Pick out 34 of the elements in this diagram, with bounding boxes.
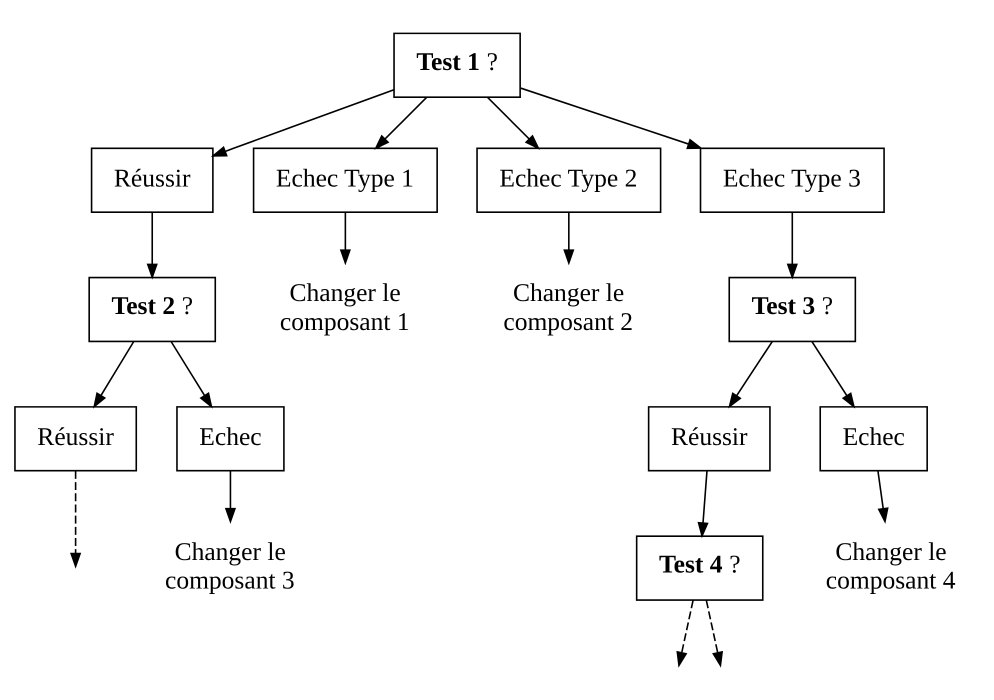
arrow xyxy=(728,341,773,409)
arrow xyxy=(210,89,394,157)
node-box: Test 1 ? xyxy=(393,32,521,98)
node-box: Echec xyxy=(176,406,285,472)
node-text: Changer le composant 3 xyxy=(165,536,295,595)
node-box: Réussir xyxy=(14,406,138,472)
arrow xyxy=(224,470,236,524)
node-box: Echec Type 2 xyxy=(476,148,662,213)
arrow xyxy=(786,212,798,280)
arrow xyxy=(340,212,351,266)
arrow xyxy=(877,470,889,524)
node-text: Changer le composant 4 xyxy=(826,536,956,595)
arrow xyxy=(706,600,724,668)
arrow xyxy=(697,470,709,538)
node-box: Echec xyxy=(819,406,928,472)
arrow xyxy=(563,212,574,266)
arrow xyxy=(70,470,82,569)
node-box: Echec Type 3 xyxy=(700,148,885,213)
node-box: Test 2 ? xyxy=(88,276,216,342)
arrow xyxy=(374,96,428,150)
node-box: Test 3 ? xyxy=(728,276,856,342)
arrow xyxy=(811,341,856,409)
node-text: Changer le composant 2 xyxy=(503,278,634,336)
node-box: Echec Type 1 xyxy=(252,148,438,213)
node-box: Réussir xyxy=(648,406,771,472)
node-text: Changer le composant 1 xyxy=(280,278,410,336)
node-box: Test 4 ? xyxy=(636,535,764,601)
node-box: Réussir xyxy=(90,148,214,213)
arrow xyxy=(170,341,213,409)
arrow xyxy=(487,96,540,150)
arrow xyxy=(676,600,694,668)
arrow xyxy=(520,87,704,150)
arrow xyxy=(146,212,158,280)
arrow xyxy=(93,341,134,409)
